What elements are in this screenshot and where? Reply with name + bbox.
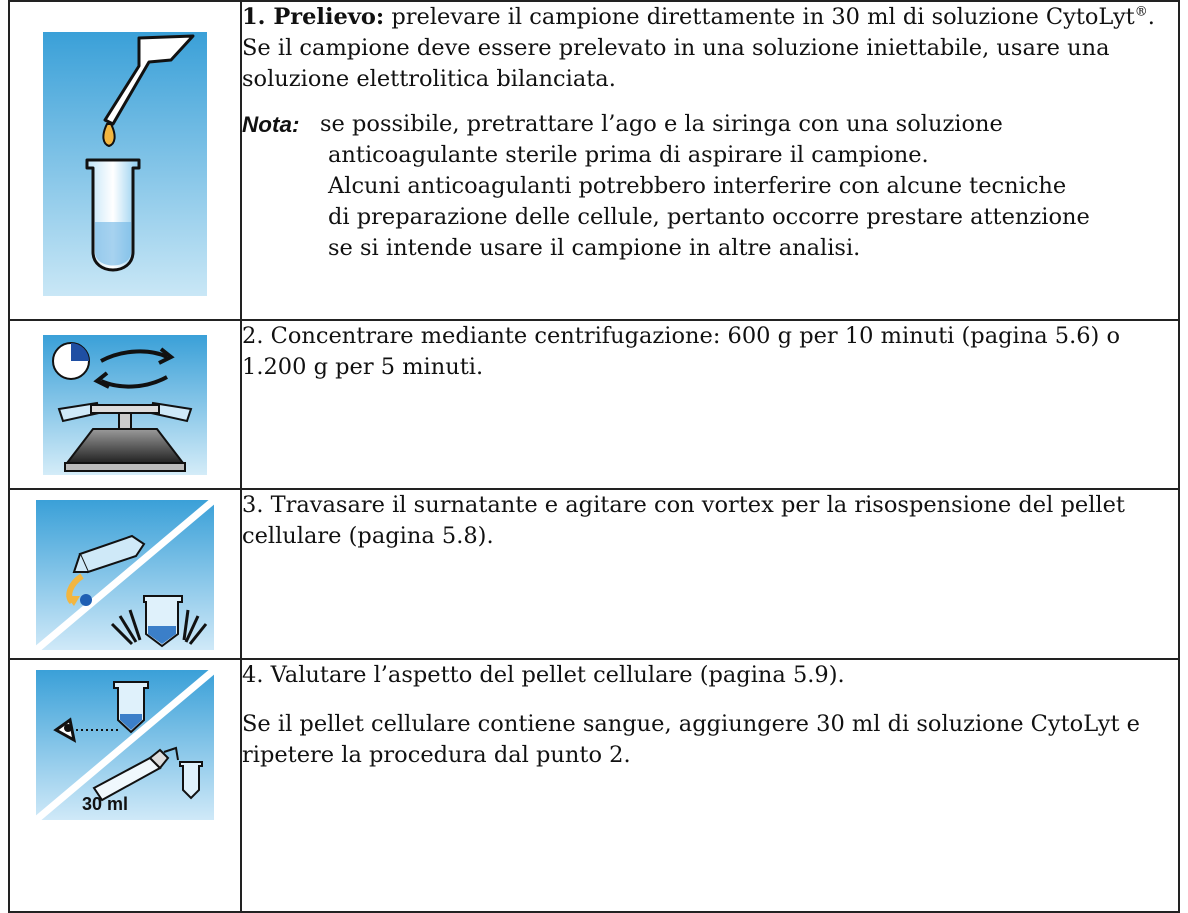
step-1-text: prelevare il campione direttamente in 30… <box>384 4 1135 30</box>
collection-tube-icon <box>43 32 207 296</box>
registered-mark: ® <box>1134 4 1148 20</box>
note-line: se si intende usare il campione in altre… <box>328 235 861 261</box>
note-body: se possibile, pretrattare l’ago e la sir… <box>320 109 1178 264</box>
note-line: se possibile, pretrattare l’ago e la sir… <box>320 111 1003 137</box>
step-4-icon-cell: 30 ml <box>8 658 242 913</box>
step-2-text: 2. Concentrare mediante centrifugazione:… <box>242 323 1121 380</box>
step-row-4: 30 ml 4. Valutare l’aspetto del pellet c… <box>8 658 1180 913</box>
step-2-icon-cell <box>8 319 242 490</box>
volume-label: 30 ml <box>82 794 129 814</box>
note-line: anticoagulante sterile prima di aspirare… <box>328 142 929 168</box>
note-line: di preparazione delle cellule, pertanto … <box>328 204 1090 230</box>
step-row-3: 3. Travasare il surnatante e agitare con… <box>8 488 1180 660</box>
step-1-text-cell: 1. Prelievo: prelevare il campione diret… <box>240 0 1180 321</box>
step-4-text-cell: 4. Valutare l’aspetto del pellet cellula… <box>240 658 1180 913</box>
step-4-text-2: Se il pellet cellulare contiene sangue, … <box>242 711 1140 768</box>
note-block: Nota: se possibile, pretrattare l’ago e … <box>242 109 1178 264</box>
step-1-text-2: . Se il campione deve essere prelevato i… <box>242 4 1155 92</box>
step-row-1: 1. Prelievo: prelevare il campione diret… <box>8 0 1180 321</box>
procedure-table: 1. Prelievo: prelevare il campione diret… <box>8 0 1180 913</box>
step-1-lead: 1. Prelievo: <box>242 4 385 30</box>
step-row-2: 2. Concentrare mediante centrifugazione:… <box>8 319 1180 490</box>
step-2-text-cell: 2. Concentrare mediante centrifugazione:… <box>240 319 1180 490</box>
step-3-text-cell: 3. Travasare il surnatante e agitare con… <box>240 488 1180 660</box>
step-3-icon-cell <box>8 488 242 660</box>
step-1-paragraph: 1. Prelievo: prelevare il campione diret… <box>242 2 1178 95</box>
note-label: Nota: <box>242 112 300 137</box>
decant-vortex-icon <box>36 500 214 650</box>
step-4-text: 4. Valutare l’aspetto del pellet cellula… <box>242 662 845 688</box>
note-line: Alcuni anticoagulanti potrebbero interfe… <box>328 173 1067 199</box>
pellet-evaluate-icon: 30 ml <box>36 670 214 820</box>
step-1-icon-cell <box>8 0 242 321</box>
step-3-text: 3. Travasare il surnatante e agitare con… <box>242 492 1125 549</box>
centrifuge-icon <box>43 335 207 475</box>
